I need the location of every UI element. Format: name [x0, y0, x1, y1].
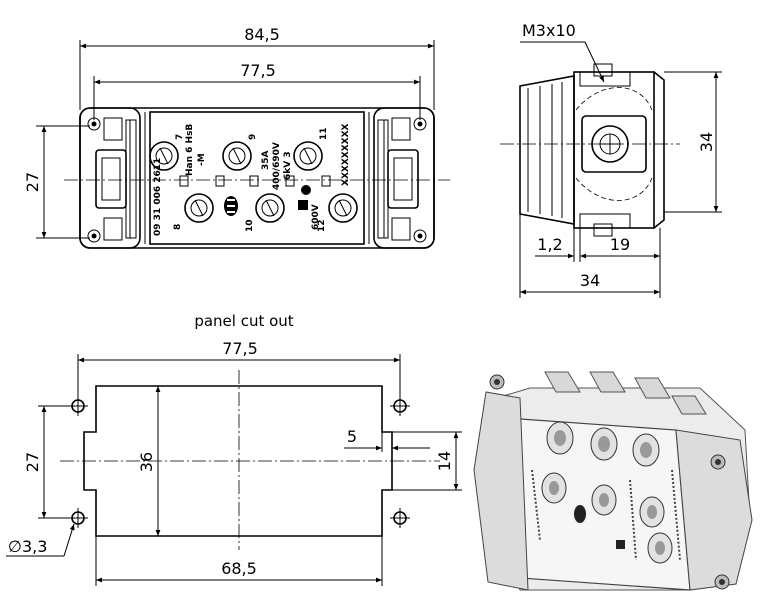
insert-voltage: 400/690V: [272, 142, 282, 190]
cutout-mount-hole: [390, 508, 410, 528]
dim-cutout-mount-spacing: 77,5: [222, 339, 258, 358]
dim-side-flange: 1,2: [537, 235, 562, 254]
dim-cutout-height: 36: [137, 452, 156, 472]
contact-7: [149, 141, 179, 171]
dim-front-height: 27: [23, 172, 42, 192]
front-mount-hole: [87, 117, 101, 131]
contact-11: [293, 141, 323, 171]
insert-type: Han 6 HsB: [185, 124, 195, 176]
insert-current: 35A: [261, 150, 271, 170]
dim-side-total-depth: 34: [580, 271, 600, 290]
panel-cutout-title: panel cut out: [194, 312, 293, 330]
cutout-mount-hole: [390, 396, 410, 416]
certification-logo: [298, 185, 311, 210]
contact-12: [328, 193, 358, 223]
contact-8: [184, 193, 214, 223]
insert-ul-voltage: 600V: [311, 204, 321, 230]
pin-number-10: 10: [245, 219, 255, 232]
dim-cutout-notch-height: 14: [435, 451, 454, 471]
left-locking-lever: [95, 117, 137, 241]
pin-number-8: 8: [173, 224, 183, 230]
pin-number-7: 7: [175, 134, 185, 140]
insert-serial: XXXXXXXXX: [341, 123, 351, 186]
dim-cutout-hole-diameter: ∅3,3: [8, 537, 47, 556]
insert-type-suffix: -M: [197, 153, 207, 166]
right-locking-lever: [377, 117, 419, 241]
dim-front-overall-width: 84,5: [244, 25, 280, 44]
label-side-screw: M3x10: [522, 21, 576, 40]
dim-cutout-mount-vertical: 27: [23, 452, 42, 472]
dim-cutout-width: 68,5: [221, 559, 257, 578]
insert-part-number: 09 31 006 2611: [153, 158, 163, 236]
dim-cutout-notch-width: 5: [347, 427, 357, 446]
insert-rating: 6kV 3: [283, 151, 293, 180]
pin-number-12: 12: [317, 219, 327, 232]
cutout-mount-hole: [68, 508, 88, 528]
contact-10: [255, 193, 285, 223]
contact-9: [222, 141, 252, 171]
front-mount-hole: [413, 229, 427, 243]
harting-logo: [224, 196, 238, 216]
front-view: 84,5 77,5 27: [23, 25, 450, 249]
front-mount-hole: [413, 117, 427, 131]
front-mount-hole: [87, 229, 101, 243]
pin-number-9: 9: [248, 134, 258, 140]
connector-3d-illustration: [473, 371, 753, 591]
panel-cutout-view: panel cut out 77,5 27 36 5 14: [6, 312, 462, 586]
pin-number-11: 11: [319, 127, 329, 140]
dim-front-mount-spacing: 77,5: [240, 61, 276, 80]
cutout-mount-hole: [68, 396, 88, 416]
dim-side-height: 34: [697, 132, 716, 152]
dim-side-depth: 19: [610, 235, 630, 254]
side-view: M3x10 34 1,2: [500, 21, 722, 298]
